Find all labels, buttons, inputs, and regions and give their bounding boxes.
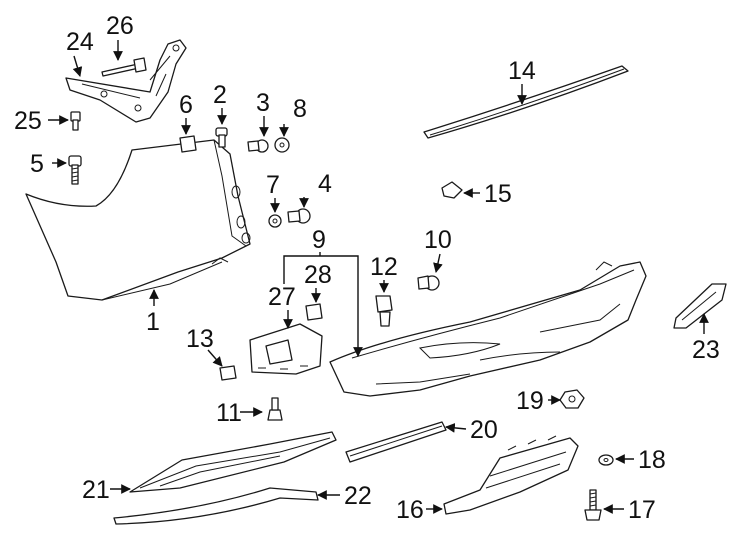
bolt-25-part: [70, 111, 81, 131]
callout-18: 18: [638, 446, 666, 474]
bolt-11-part: [267, 397, 283, 421]
callout-labels: 1 2 3 4 5 6 7 8 9 10 11 12 13 14 15 16 1…: [14, 12, 720, 524]
bolt-2-part: [215, 127, 228, 148]
bumper-cover-part: [329, 261, 647, 397]
reflector-23-part: [673, 283, 727, 329]
leader-lines: [48, 40, 709, 514]
callout-17: 17: [628, 496, 656, 524]
callout-27: 27: [268, 283, 296, 311]
lower-grille-21-part: [129, 431, 337, 493]
bolt-5-part: [68, 155, 82, 185]
callout-5: 5: [30, 150, 44, 178]
callout-25: 25: [14, 107, 42, 135]
bumper-side-cover-part: [25, 139, 251, 301]
washer-8-part: [274, 137, 290, 153]
washer-7-part: [268, 214, 282, 228]
callout-7: 7: [266, 171, 280, 199]
bolt-17-part: [584, 489, 602, 521]
nut-19-part: [559, 389, 585, 409]
push-pin-3-part: [247, 139, 269, 153]
clip-13-part: [219, 365, 237, 381]
callout-12: 12: [370, 253, 398, 281]
callout-22: 22: [344, 482, 372, 510]
callout-21: 21: [82, 476, 110, 504]
lower-molding-22-part: [113, 487, 319, 525]
callout-2: 2: [213, 81, 227, 109]
callout-9: 9: [312, 226, 326, 254]
callout-10: 10: [424, 226, 452, 254]
callout-24: 24: [66, 28, 94, 56]
retainer-clip-12-part: [375, 295, 393, 327]
callout-15: 15: [484, 180, 512, 208]
callout-23: 23: [692, 336, 720, 364]
callout-19: 19: [516, 387, 544, 415]
callout-3: 3: [256, 89, 270, 117]
callout-6: 6: [179, 91, 193, 119]
clip-28-part: [305, 303, 323, 321]
push-pin-4-part: [287, 208, 311, 224]
callout-4: 4: [318, 170, 332, 198]
callout-1: 1: [146, 308, 160, 336]
callout-16: 16: [396, 496, 424, 524]
callout-26: 26: [106, 12, 134, 40]
callout-13: 13: [186, 325, 214, 353]
push-retainer-10-part: [417, 275, 440, 291]
callout-14: 14: [508, 57, 536, 85]
callout-20: 20: [470, 416, 498, 444]
callout-11: 11: [216, 399, 242, 427]
clip-15-part: [441, 181, 463, 199]
side-bracket-part: [65, 39, 187, 123]
stud-bolt-part: [101, 57, 147, 77]
lower-grille-16-part: [443, 435, 579, 515]
lower-molding-20-part: [345, 421, 447, 463]
clip-nut-6-part: [179, 135, 197, 153]
mount-bracket-27-part: [249, 323, 323, 375]
washer-18-part: [598, 454, 614, 466]
callout-28: 28: [304, 261, 332, 289]
callout-8: 8: [293, 95, 307, 123]
